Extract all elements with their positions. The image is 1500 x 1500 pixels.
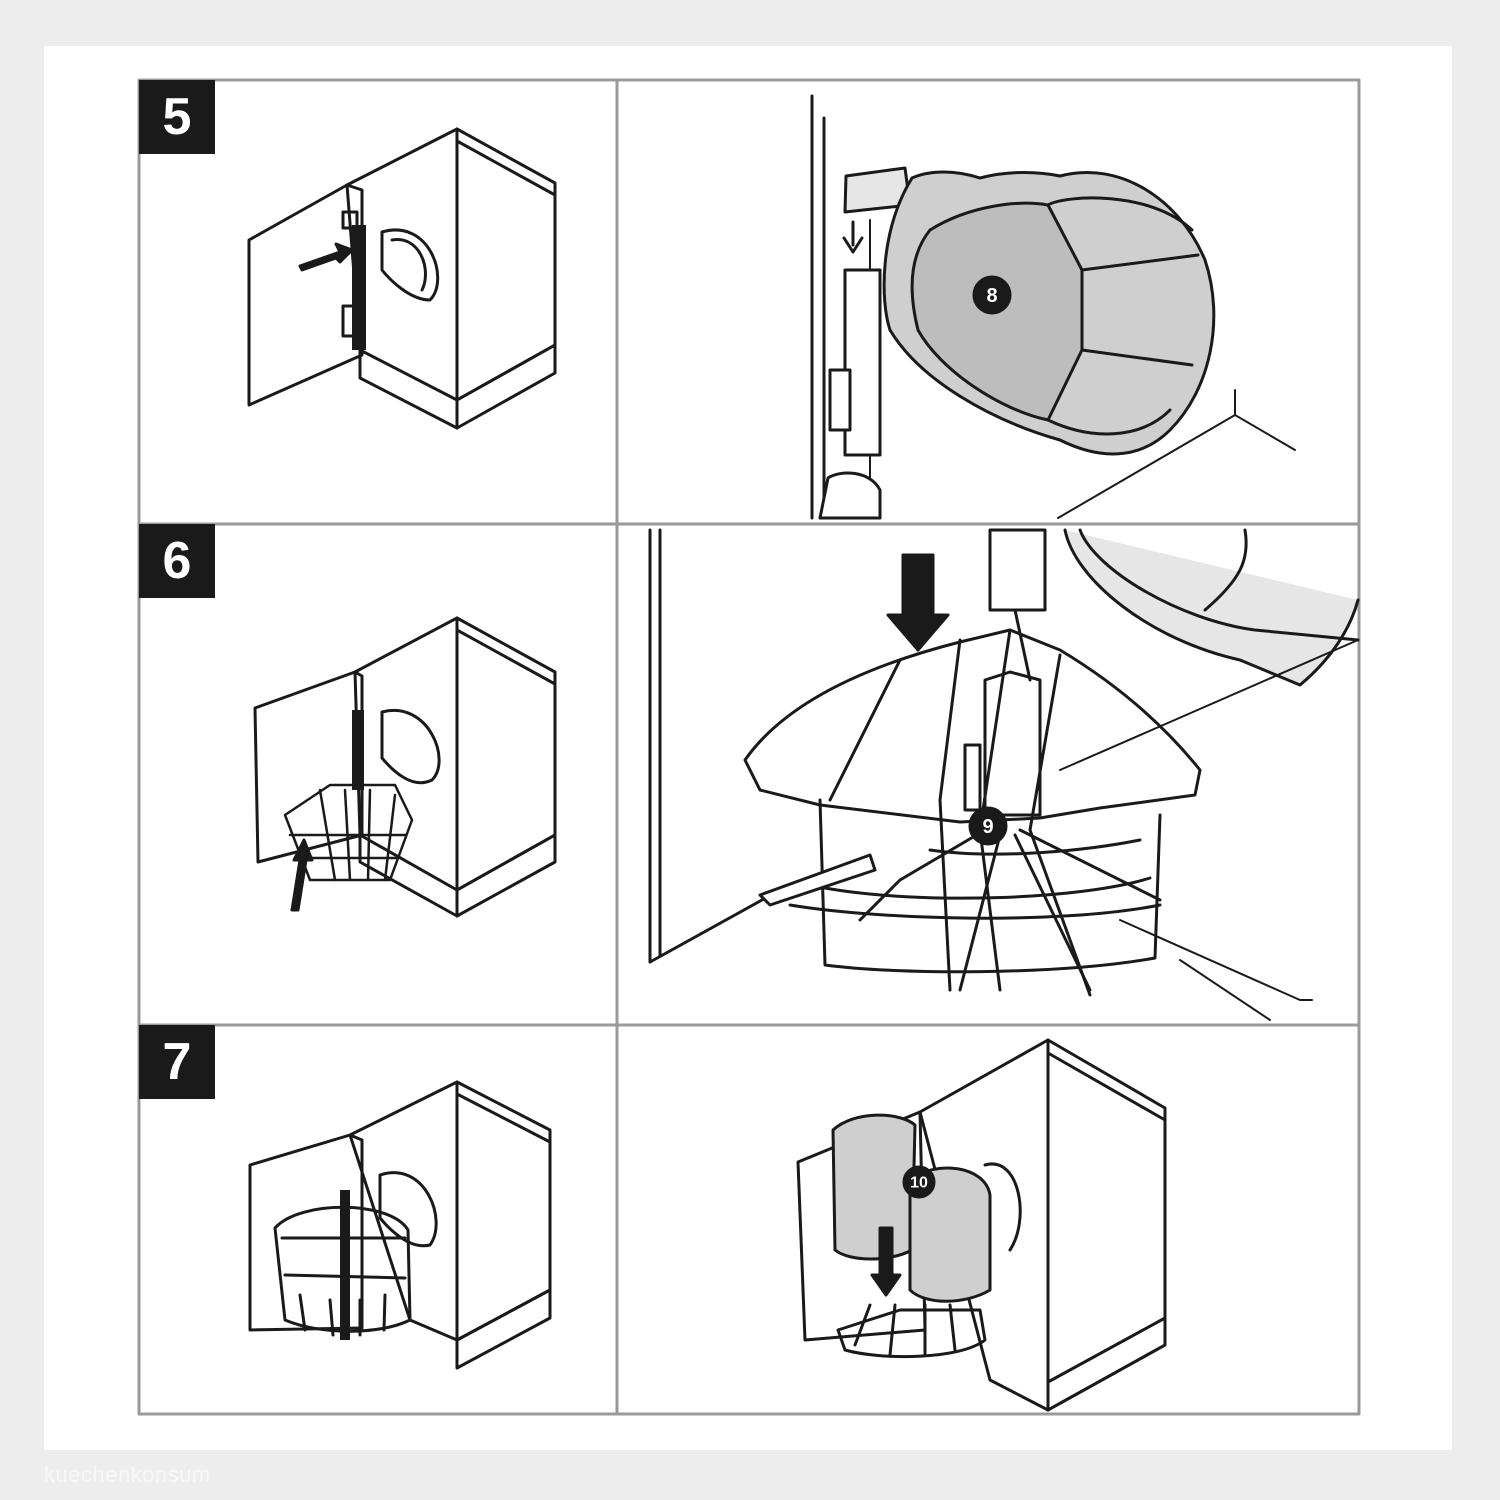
instruction-sheet (44, 46, 1452, 1450)
step-number-badge: 7 (139, 1025, 215, 1099)
cabinet-door (253, 670, 364, 864)
step-6-cabinet-illustration (253, 616, 557, 918)
callout-label: 8 (986, 285, 997, 307)
callout-marker-9 (968, 806, 1008, 846)
step-7-detail-illustration: 10 (796, 1038, 1167, 1412)
step-number-badge: 5 (139, 80, 215, 154)
cabinet-plinth (358, 348, 459, 430)
mounting-pole (352, 710, 364, 790)
step-6-detail-illustration: 9 (648, 528, 1360, 1021)
callout-marker-10 (902, 1165, 936, 1199)
cabinet-side-panel (455, 616, 557, 892)
down-arrow-icon (842, 220, 864, 254)
lazy-susan-tray-outline (380, 708, 441, 785)
cabinet-door (247, 183, 364, 407)
mounting-pole (988, 528, 1047, 612)
corner-bin-right (908, 1166, 992, 1303)
callout-label: 10 (910, 1175, 928, 1192)
wire-basket (283, 783, 414, 882)
cabinet-door (248, 1133, 364, 1332)
watermark: kuechenkonsum (44, 1462, 211, 1487)
step-7-cabinet-illustration (248, 1080, 552, 1370)
down-arrow-icon (886, 553, 950, 652)
wire-basket (836, 1308, 987, 1359)
insert-arrow-icon (298, 242, 354, 272)
lazy-susan-tray-outline (380, 228, 440, 302)
mounting-pole (352, 225, 366, 350)
wire-basket (743, 628, 1202, 824)
down-arrow-icon (870, 1226, 902, 1297)
callout-marker-8 (972, 275, 1012, 315)
step-number-badge: 6 (139, 524, 215, 598)
cabinet-side-panel (455, 1080, 552, 1342)
mounting-pole (340, 1190, 350, 1340)
panel-grid (137, 78, 1361, 1416)
step-5-cabinet-illustration (247, 127, 557, 430)
pole-bracket (341, 304, 359, 338)
up-arrow-icon (290, 838, 314, 912)
callout-label: 9 (982, 816, 993, 838)
corner-bin-left (831, 1113, 917, 1261)
bin-basket (273, 1205, 412, 1333)
step-5-detail-illustration: 8 (810, 94, 1296, 520)
